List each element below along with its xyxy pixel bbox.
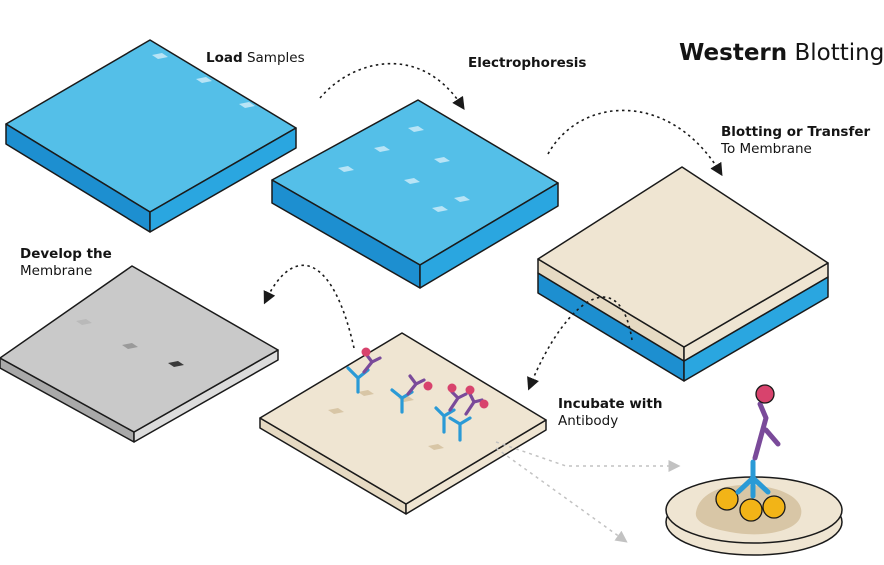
bound-antibodies — [346, 347, 489, 442]
gel-slab-load — [5, 39, 297, 233]
protein-bands — [338, 126, 470, 212]
process-arrows — [263, 62, 723, 391]
arrow-incubate-to-develop — [263, 264, 355, 349]
arrow-load-to-electrophoresis — [319, 62, 465, 111]
arrow-transfer-to-incubate — [527, 296, 633, 391]
developed-membrane — [0, 265, 279, 443]
label-electrophoresis: Electrophoresis — [468, 55, 587, 71]
zoomed-antibody — [735, 384, 781, 499]
sample-wells — [152, 53, 255, 108]
gel-slab-electrophoresis — [271, 99, 559, 289]
zoom-lines — [495, 441, 681, 543]
incubation-membrane — [259, 332, 547, 515]
antibody-zoom-inset — [665, 384, 843, 556]
transfer-stack — [537, 166, 829, 382]
label-load-samples: Load Samples — [206, 50, 305, 66]
developed-band-faint — [76, 319, 92, 325]
arrow-electrophoresis-to-transfer — [547, 109, 723, 177]
antigen-cluster — [715, 487, 786, 522]
developed-band-medium — [122, 343, 138, 349]
page-title: Western Blotting — [679, 40, 884, 66]
developed-band-dark — [168, 361, 184, 367]
